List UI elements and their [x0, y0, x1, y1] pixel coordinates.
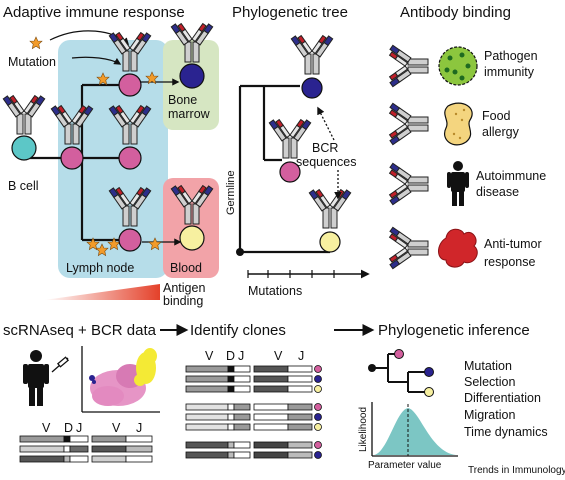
tumor-row: Anti-tumor response [387, 227, 542, 269]
food-label-1: Food [482, 109, 511, 123]
journal-credit: Trends in Immunology [468, 465, 565, 476]
b-cell-naive [2, 92, 46, 161]
gene-v2: V [112, 421, 121, 435]
tree-cell-mid [268, 116, 312, 183]
bcr-label-1: BCR [312, 141, 338, 155]
antibody-panel: Antibody binding Pathogen immunity Food … [387, 4, 546, 269]
likelihood-label: Likelihood [358, 407, 369, 452]
scrna-sequences [19, 435, 153, 463]
antigen-label-2: binding [163, 294, 203, 308]
gene-j2: J [136, 421, 142, 435]
mutation-label: Mutation [8, 55, 56, 69]
bcr-label-2: sequences [296, 155, 356, 169]
syringe-icon [51, 356, 70, 373]
autoimmune-label-2: disease [476, 185, 519, 199]
gc-cell-4 [108, 184, 152, 252]
clone-dots [314, 365, 322, 459]
mutation-star-icon [29, 36, 43, 49]
parameter-label: Parameter value [368, 460, 442, 471]
b-cell-label: B cell [8, 179, 39, 193]
phylo-panel: Phylogenetic tree Germline BCR sequences [225, 4, 370, 298]
clone-sequences [185, 365, 313, 459]
adaptive-title: Adaptive immune response [3, 4, 185, 21]
inference-item-3: Differentiation [464, 391, 541, 405]
food-label-2: allergy [482, 125, 520, 139]
inference-item-5: Time dynamics [464, 425, 548, 439]
clone-gene-v2: V [274, 349, 283, 363]
inference-title: Phylogenetic inference [378, 322, 530, 339]
clone-gene-j2: J [298, 349, 304, 363]
inference-item-4: Migration [464, 408, 515, 422]
phylo-title: Phylogenetic tree [232, 4, 348, 21]
umap-plot [81, 346, 160, 413]
tumor-label-1: Anti-tumor [484, 237, 542, 251]
autoimmune-label-1: Autoimmune [476, 169, 546, 183]
food-row: Food allergy [387, 102, 520, 146]
likelihood-plot: Likelihood Parameter value [358, 402, 458, 471]
antibody-title: Antibody binding [400, 4, 511, 21]
tree-cell-bottom [308, 186, 352, 253]
pathogen-row: Pathogen immunity [387, 45, 538, 86]
inference-tree [368, 349, 434, 397]
gene-d: D [64, 421, 73, 435]
autoimmune-row: Autoimmune disease [387, 161, 546, 206]
patient-icon [23, 350, 49, 406]
gene-j1: J [76, 421, 82, 435]
germline-label: Germline [225, 170, 237, 215]
pathogen-label-2: immunity [484, 65, 535, 79]
person-icon [447, 161, 469, 206]
inference-item-2: Selection [464, 375, 515, 389]
tumor-icon [438, 228, 478, 268]
mutations-axis-label: Mutations [248, 284, 302, 298]
bone-marrow-cell [170, 20, 214, 89]
blood-label: Blood [170, 261, 202, 275]
adaptive-panel: Adaptive immune response Mutation [2, 4, 219, 308]
bottom-row: scRNAseq + BCR data Identify clones Phyl… [3, 322, 565, 476]
pathogen-label-1: Pathogen [484, 49, 538, 63]
bone-label-1: Bone [168, 93, 197, 107]
lymph-node-label: Lymph node [66, 261, 134, 275]
pathogen-icon [438, 46, 478, 86]
gc-cell-2 [108, 29, 152, 97]
bone-label-2: marrow [168, 107, 211, 121]
peanut-icon [444, 102, 473, 146]
blood-cell [170, 182, 214, 251]
antigen-binding-gradient [44, 284, 160, 300]
tree-cell-top [290, 32, 334, 99]
gc-cell-1 [50, 102, 94, 170]
scrna-title: scRNAseq + BCR data [3, 322, 157, 339]
clones-title: Identify clones [190, 322, 286, 339]
inference-item-1: Mutation [464, 359, 512, 373]
clone-gene-d: D [226, 349, 235, 363]
clone-gene-j1: J [238, 349, 244, 363]
clone-gene-v1: V [205, 349, 214, 363]
tumor-label-2: response [484, 255, 535, 269]
antigen-label-1: Antigen [163, 281, 205, 295]
gene-v1: V [42, 421, 51, 435]
gc-cell-3 [108, 102, 152, 170]
